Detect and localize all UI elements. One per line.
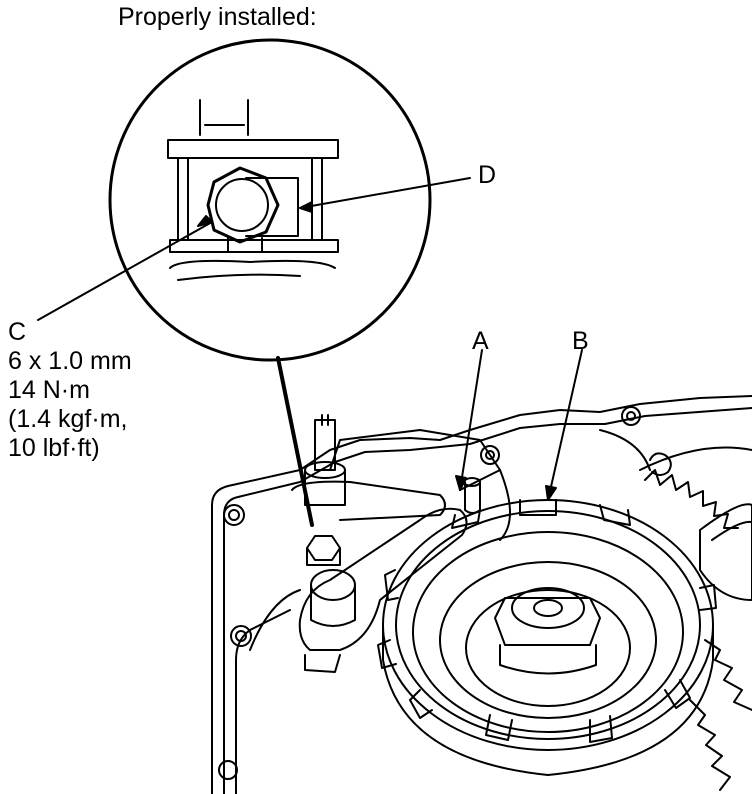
- callout-a: A: [472, 327, 489, 355]
- shift-lever: [292, 415, 480, 672]
- callout-c: C: [8, 318, 27, 346]
- transmission-case: [212, 396, 752, 794]
- gear-cluster: [640, 448, 752, 791]
- callout-d: D: [478, 161, 497, 189]
- leader-lines: [38, 178, 582, 500]
- torque-kgf: (1.4 kgf·m,: [8, 405, 128, 433]
- clutch-drum: [378, 500, 716, 775]
- callout-b: B: [572, 327, 589, 355]
- torque-nm: 14 N·m: [8, 376, 90, 404]
- detail-title: Properly installed:: [118, 3, 317, 31]
- bolt-size: 6 x 1.0 mm: [8, 347, 132, 375]
- detail-magnifier: [110, 40, 430, 525]
- torque-lbf: 10 lbf·ft): [8, 434, 100, 462]
- bolt-spec-block: C 6 x 1.0 mm 14 N·m (1.4 kgf·m, 10 lbf·f…: [8, 318, 132, 463]
